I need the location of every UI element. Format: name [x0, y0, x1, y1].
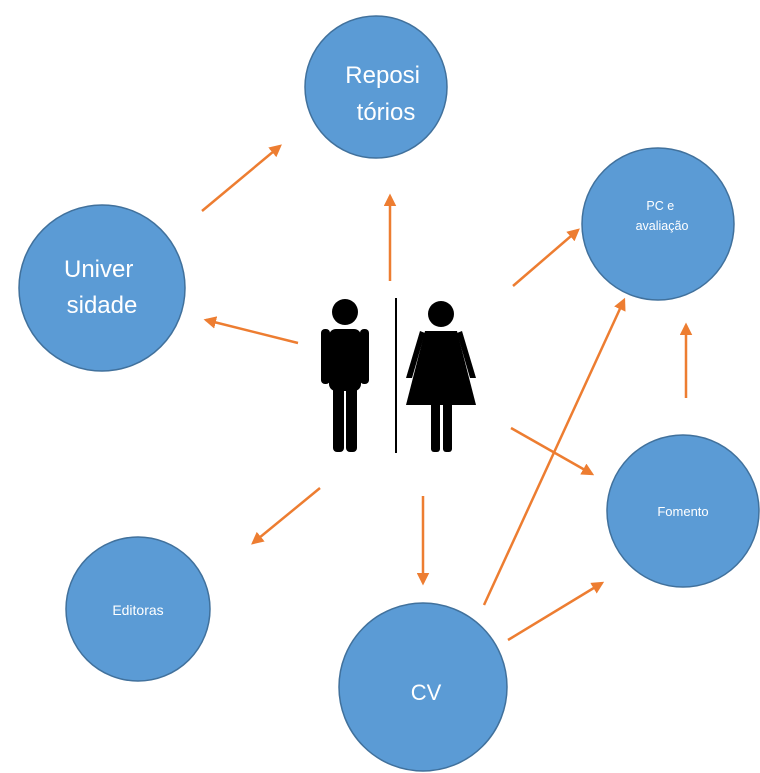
- node-label-line: avaliação: [636, 219, 689, 233]
- node-editoras: Editoras: [65, 536, 211, 682]
- node-label-line: tórios: [357, 99, 416, 126]
- node-cv: CV: [338, 602, 508, 772]
- node-circle: [581, 147, 735, 301]
- node-circle: [606, 434, 760, 588]
- svg-text:CV: CV: [411, 680, 442, 705]
- node-label-line: PC e: [646, 199, 674, 213]
- man-woman-restroom-icon: [321, 298, 476, 453]
- node-label-line: CV: [411, 680, 442, 705]
- node-circle: [338, 602, 508, 772]
- arrow-cv-to-fomento: [507, 581, 605, 642]
- node-fomento: Fomento: [606, 434, 760, 588]
- arrow-universidade-to-repositorios: [201, 144, 282, 212]
- node-label-line: Editoras: [112, 602, 163, 618]
- node-circle: [18, 204, 186, 372]
- arrow-center-to-fomento: [510, 426, 595, 476]
- node-circle: [304, 15, 448, 159]
- node-universidade: Univer sidade: [18, 204, 186, 372]
- node-repositorios: Reposi tórios: [304, 15, 448, 159]
- svg-text:Univer sidade: Univer sidade: [64, 256, 140, 319]
- node-label-line: Reposi: [345, 62, 420, 89]
- node-pc-avaliacao: PC e avaliação: [581, 147, 735, 301]
- arrow-center-to-pc-avaliacao: [512, 228, 580, 287]
- svg-text:Fomento: Fomento: [657, 504, 708, 519]
- node-label-line: Univer: [64, 256, 133, 283]
- arrow-center-to-editoras: [251, 487, 321, 545]
- svg-text:PC e avaliação: PC e avaliação: [636, 199, 689, 233]
- svg-text:Editoras: Editoras: [112, 602, 163, 618]
- node-label-line: sidade: [67, 292, 138, 319]
- node-label-line: Fomento: [657, 504, 708, 519]
- arrow-center-to-universidade: [203, 316, 299, 345]
- arrow-cv-to-pc-avaliacao: [482, 297, 626, 606]
- node-circle: [65, 536, 211, 682]
- man-figure-icon: [321, 299, 369, 452]
- svg-text:Reposi tórios: Reposi tórios: [345, 62, 426, 126]
- arrows-group: [201, 144, 693, 642]
- woman-figure-icon: [406, 301, 476, 452]
